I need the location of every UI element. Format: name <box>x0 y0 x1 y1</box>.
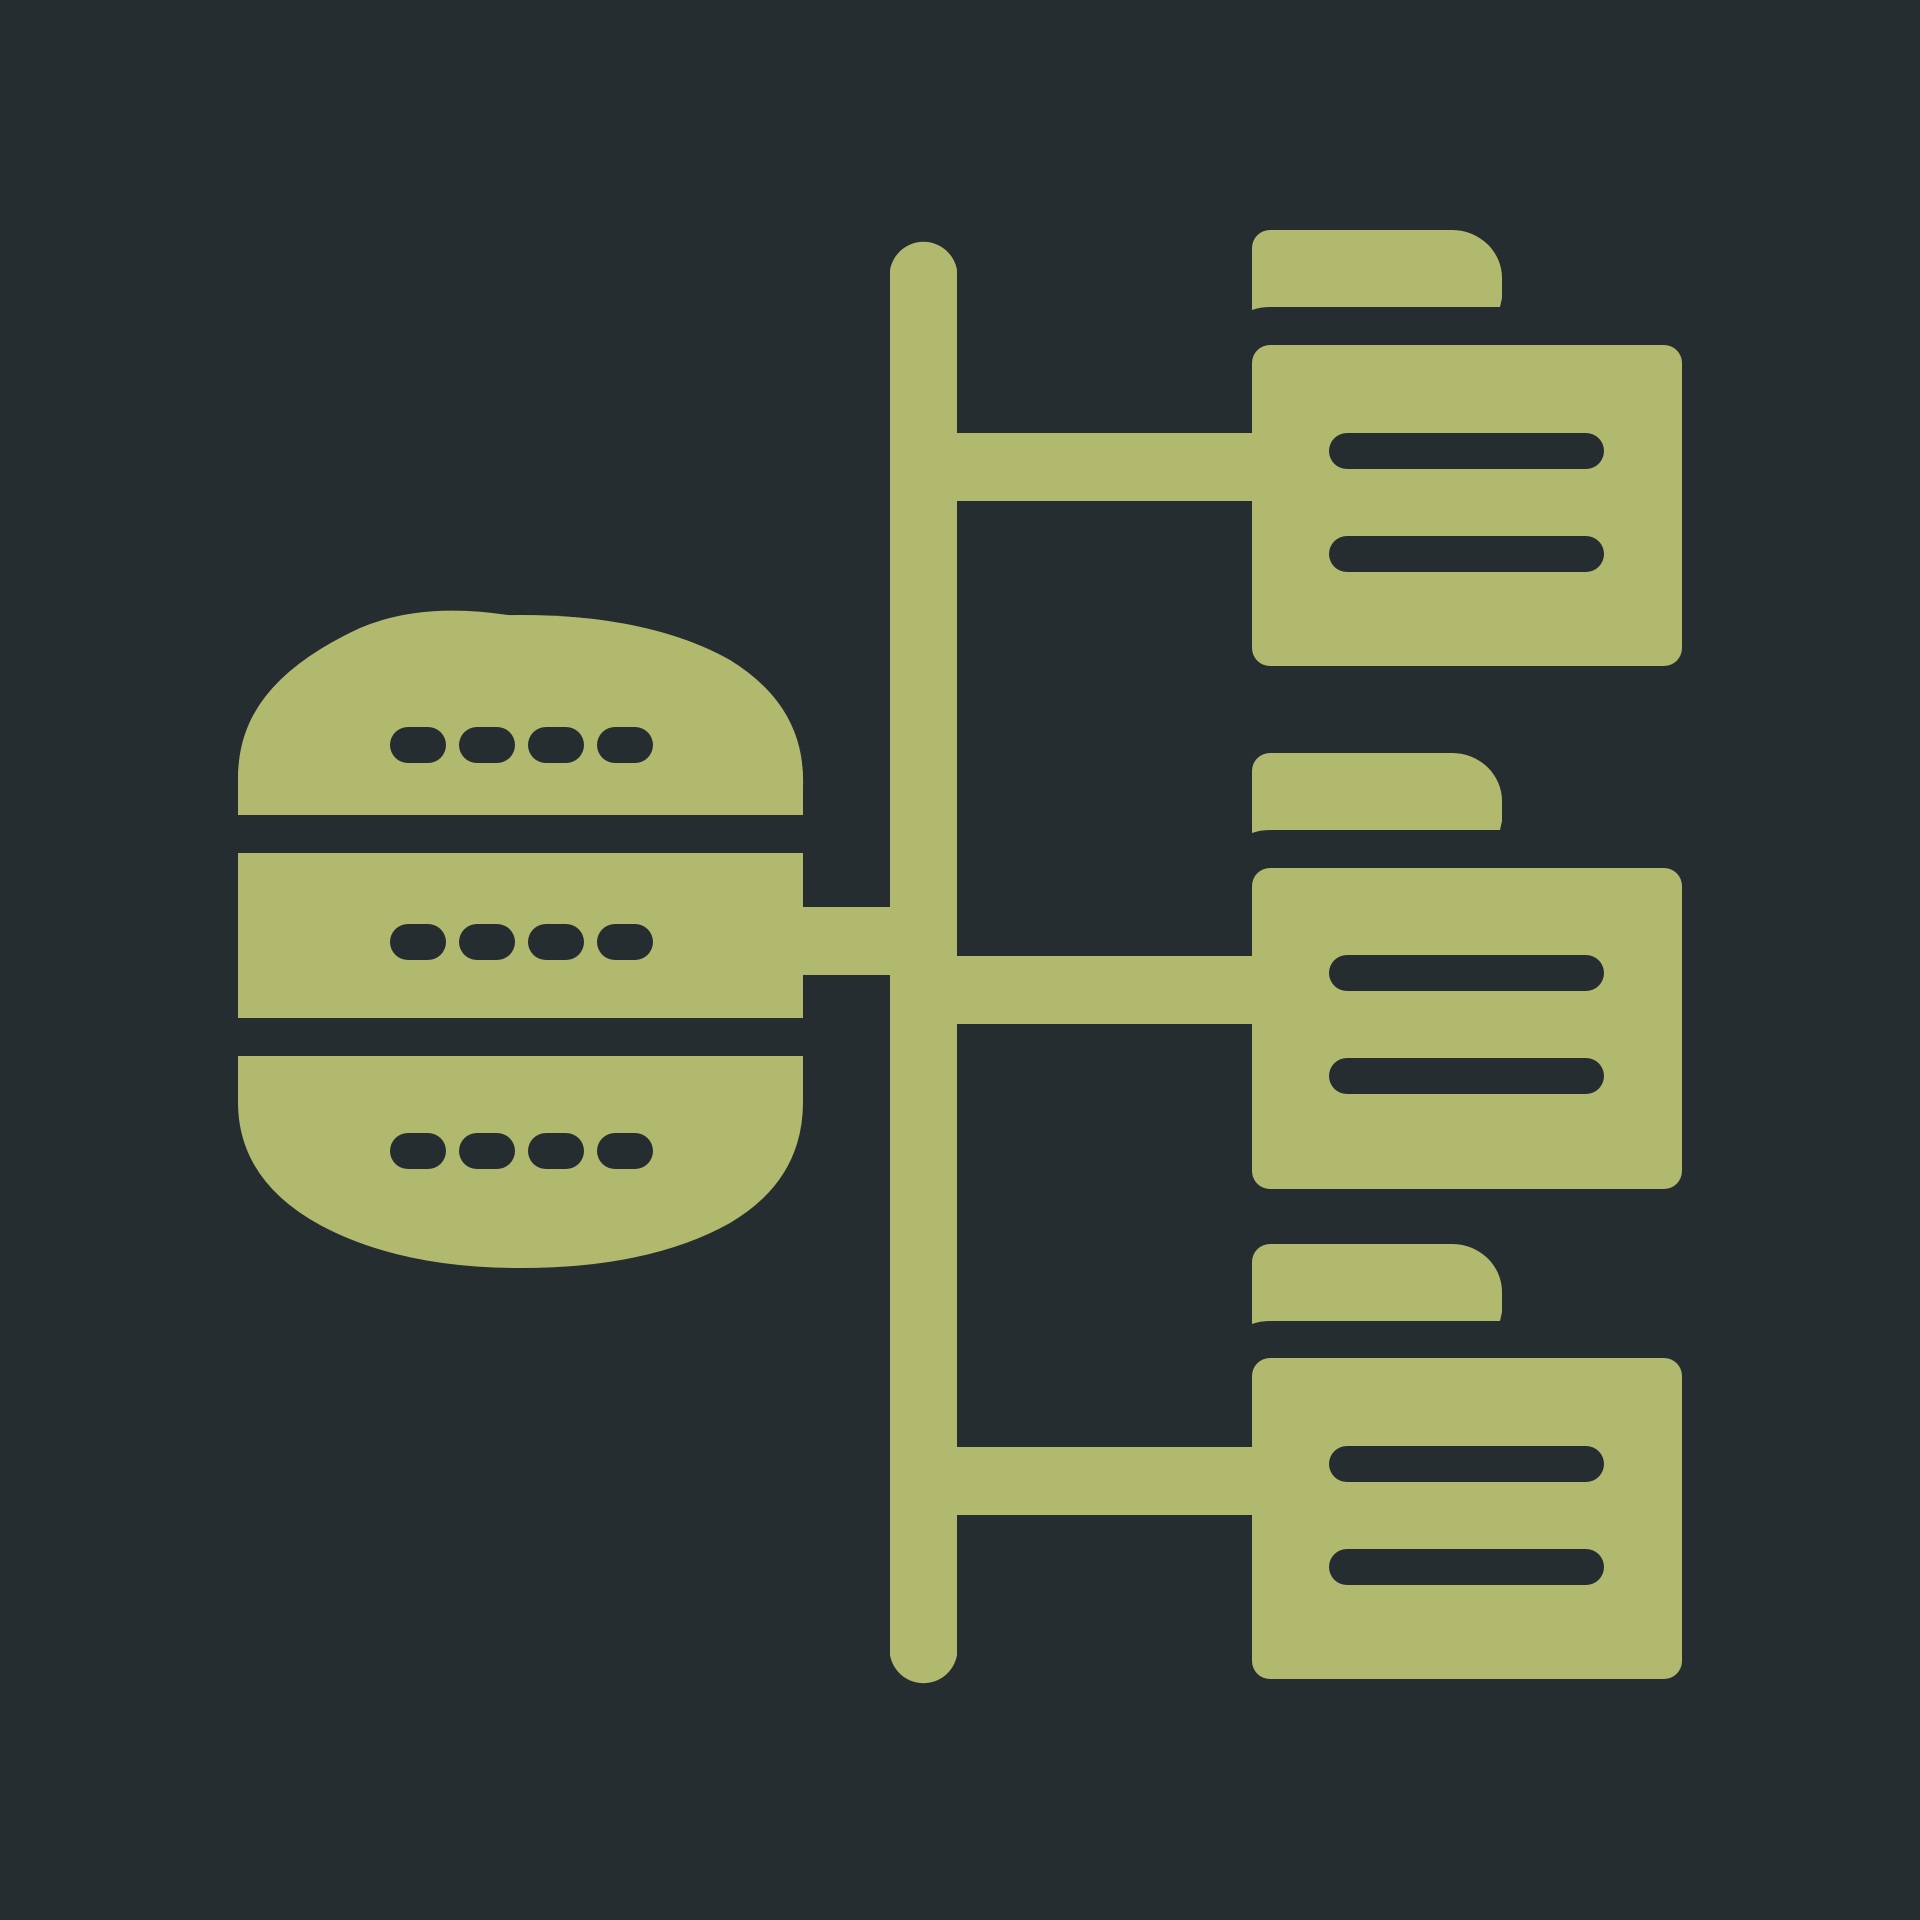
folder-icon-1 <box>1252 230 1682 666</box>
folder-line <box>1329 1549 1604 1585</box>
database-led-slot <box>459 1133 515 1169</box>
hierarchy-trunk-line <box>890 241 957 1684</box>
folder-body <box>1252 345 1682 666</box>
folder-icon-2 <box>1252 753 1682 1189</box>
folder-body <box>1252 1358 1682 1679</box>
folder-line <box>1329 1058 1604 1094</box>
icon-artwork <box>238 230 1682 1684</box>
folder-line <box>1329 433 1604 469</box>
database-connector-line <box>800 907 900 975</box>
database-icon <box>238 610 804 1268</box>
branch-line-2 <box>945 956 1255 1024</box>
database-led-slot <box>528 924 584 960</box>
folder-icon-3 <box>1252 1244 1682 1679</box>
branch-line-3 <box>945 1447 1255 1515</box>
database-led-slot <box>390 1133 446 1169</box>
folder-line <box>1329 955 1604 991</box>
database-led-slot <box>528 1133 584 1169</box>
database-disk-top-dome <box>238 615 803 780</box>
folder-line <box>1329 1446 1604 1482</box>
folder-body <box>1252 868 1682 1189</box>
icon-cutouts <box>390 433 1604 1585</box>
database-led-slot <box>528 727 584 763</box>
database-led-slot <box>597 1133 653 1169</box>
database-led-slot <box>459 727 515 763</box>
database-led-slot <box>597 924 653 960</box>
branch-line-1 <box>945 433 1255 501</box>
database-disk-bottom <box>238 1056 803 1268</box>
database-led-slot <box>390 924 446 960</box>
database-disk-middle <box>238 853 803 1018</box>
database-led-slot <box>390 727 446 763</box>
folder-line <box>1329 536 1604 572</box>
folder-tab <box>1252 230 1502 310</box>
database-leds <box>390 727 653 1169</box>
folder-tab <box>1252 753 1502 833</box>
folder-content-lines <box>1329 433 1604 1585</box>
database-led-slot <box>597 727 653 763</box>
database-led-slot <box>459 924 515 960</box>
folder-tab <box>1252 1244 1502 1324</box>
